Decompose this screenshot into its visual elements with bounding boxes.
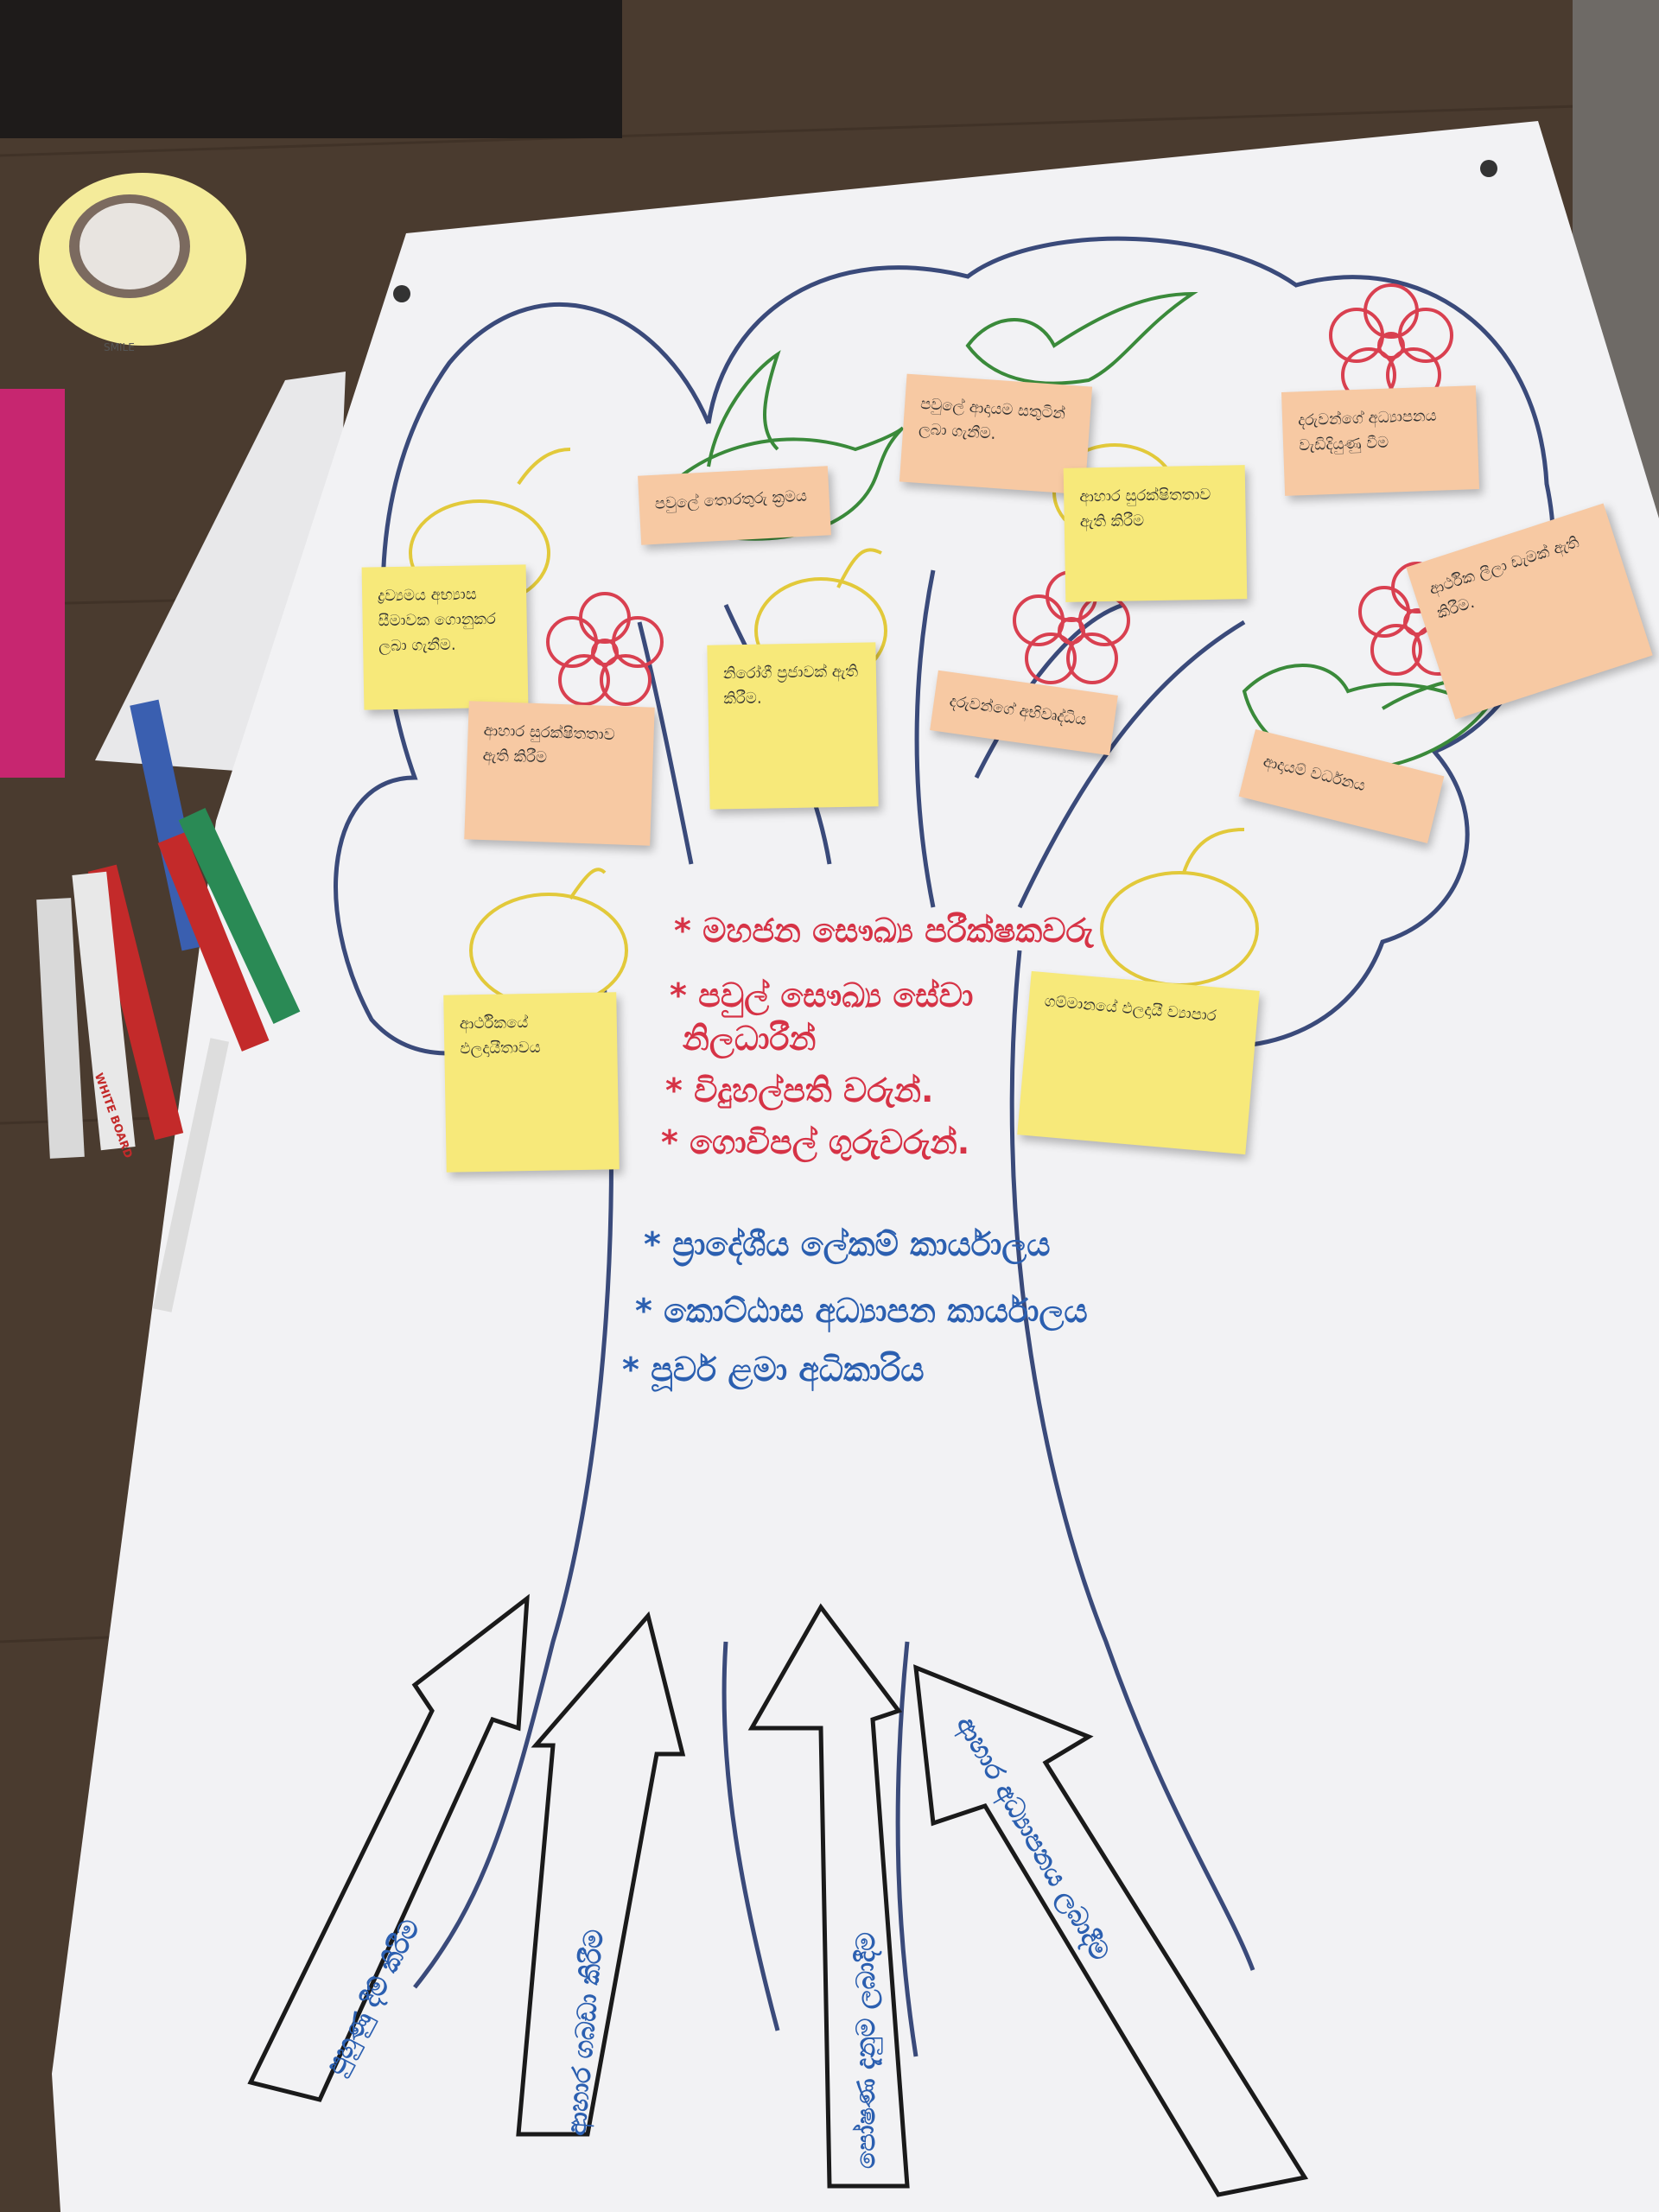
paper-hole: [393, 285, 410, 302]
trunk-red-line: * විදුහල්පති වරුන්.: [665, 1071, 934, 1109]
sticky-note: පවුලේ තොරතුරු ක්‍රමය: [638, 466, 831, 545]
sticky-note: දරුවන්ගේ අධ්‍යාපනය වැඩිදියුණු වීම: [1281, 385, 1480, 496]
trunk-red-line: * ගොවිපල් ගුරුවරුන්.: [661, 1123, 970, 1161]
paper-hole: [1480, 160, 1497, 177]
trunk-blue-line: * කොට්ඨාස අධ්‍යාපන කාර්යාලය: [635, 1292, 1088, 1330]
sticky-note: ද්‍රව්‍යමය අභ්‍යාස සීමාවක ගොනුකර ලබා ගැන…: [361, 564, 529, 710]
root-arrows: [247, 1593, 1309, 2197]
chair-shadow: [0, 0, 622, 138]
trunk-blue-line: * පූර්ව ළමා අධිකාරිය: [622, 1351, 925, 1389]
crayon-box: [0, 389, 65, 778]
sticky-note-text: ද්‍රව්‍යමය අභ්‍යාස සීමාවක ගොනුකර ලබා ගැන…: [377, 585, 497, 655]
sticky-note-text: පවුලේ තොරතුරු ක්‍රමය: [654, 486, 808, 513]
trunk-red-line: * පවුල් සෞඛ්‍ය සේවා: [670, 976, 974, 1014]
sticky-note-text: ආදායම් වර්ධනය: [1261, 752, 1368, 796]
tape-roll: [39, 173, 246, 346]
tape-brand-label: SMILE: [104, 341, 135, 353]
trunk-blue-line: * ප්‍රාදේශීය ලේකම් කාර්යාලය: [644, 1225, 1051, 1263]
sticky-note: ආහාර සුරක්ෂිතතාව ඇති කිරීම: [464, 701, 655, 846]
sticky-note-text: ගම්මානයේ ඵලදායී ව්‍යාපාර: [1043, 992, 1217, 1026]
sticky-note-text: ආර්ථිකයේ ඵලදායීතාවය: [459, 1014, 541, 1058]
sticky-note-text: දරුවන්ගේ අභිවෘද්ධිය: [948, 692, 1088, 730]
trunk-red-line: * මහජන සෞඛ්‍ය පරීක්ෂකවරු: [674, 912, 1094, 950]
root-arrow-text: පෝෂණ දැනුම ලබාදීම: [851, 1932, 881, 2169]
trunk-red-line: නිලධාරීන්: [683, 1020, 817, 1058]
tree-outline: [334, 236, 1556, 2057]
apple-drawings: [409, 443, 1259, 1008]
sticky-note: ආර්ථිකයේ ඵලදායීතාවය: [443, 992, 620, 1173]
markers: [36, 699, 301, 1313]
sticky-note: ආහාර සුරක්ෂිතතාව ඇති කිරීම: [1063, 465, 1248, 602]
sticky-note-text: ආහාර සුරක්ෂිතතාව ඇති කිරීම: [482, 721, 615, 767]
sticky-note: නිරෝගී ප්‍රජාවක් ඇති කිරීම.: [707, 642, 879, 810]
sticky-note: ගම්මානයේ ඵලදායී ව්‍යාපාර: [1017, 970, 1260, 1155]
sticky-note-text: ආහාර සුරක්ෂිතතාව ඇති කිරීම: [1079, 485, 1211, 531]
sticky-note-text: නිරෝගී ප්‍රජාවක් ඇති කිරීම.: [722, 662, 859, 709]
sticky-note-text: පවුලේ ආදායම සතුටින් ලබා ගැනීම.: [918, 394, 1066, 443]
sticky-note-text: දරුවන්ගේ අධ්‍යාපනය වැඩිදියුණු වීම: [1297, 406, 1437, 455]
